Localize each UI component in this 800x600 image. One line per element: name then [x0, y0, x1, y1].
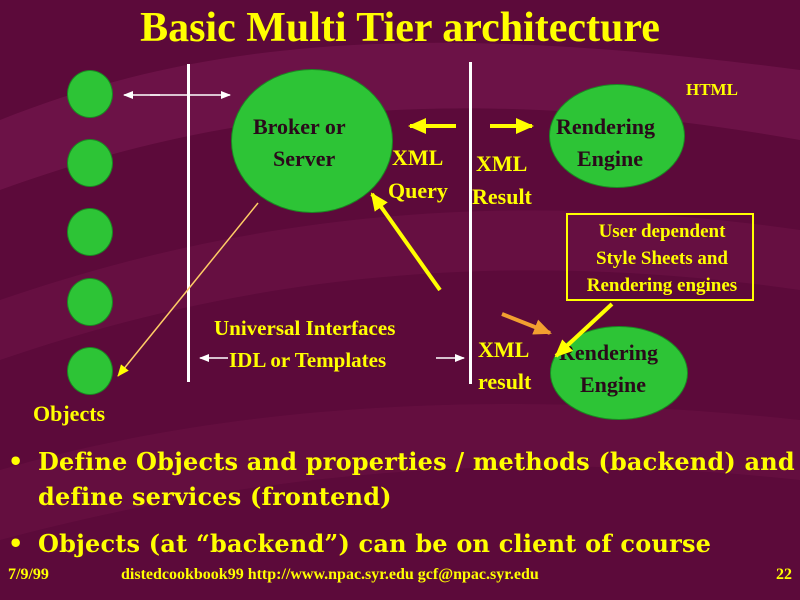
broker-label-line2: Server	[273, 146, 336, 171]
object-node-2	[67, 139, 113, 187]
universal-interfaces-line1: Universal Interfaces	[214, 316, 396, 340]
user-dependent-line2: Style Sheets and	[596, 248, 728, 269]
object-node-1	[67, 70, 113, 118]
rendering-top-label-line1: Rendering	[556, 114, 655, 139]
xml-result-bottom-line1: XML	[478, 337, 530, 362]
broker-server-node	[231, 69, 393, 213]
slide-title: Basic Multi Tier architecture	[140, 5, 660, 51]
universal-interfaces-line2: IDL or Templates	[229, 348, 387, 372]
object-node-3	[67, 208, 113, 256]
bullet-marker-1: •	[8, 447, 24, 476]
object-node-4	[67, 278, 113, 326]
footer-page-number: 22	[776, 566, 792, 583]
html-label: HTML	[686, 80, 738, 99]
xml-result-line2: Result	[472, 184, 532, 209]
broker-label-line1: Broker or	[253, 114, 346, 139]
footer-center: distedcookbook99 http://www.npac.syr.edu…	[121, 566, 539, 583]
user-dependent-line3: Rendering engines	[586, 275, 738, 296]
bullet-1-line1: Define Objects and properties / methods …	[38, 447, 795, 476]
rendering-engine-top-node	[549, 84, 685, 188]
bullet-marker-2: •	[8, 529, 24, 558]
xml-result-line1: XML	[476, 151, 528, 176]
tier-divider-right	[469, 62, 472, 384]
rendering-bottom-label-line2: Engine	[580, 372, 647, 397]
xml-query-line2: Query	[388, 178, 448, 203]
tier-divider-left	[187, 64, 190, 382]
bullet-1-line2: define services (frontend)	[38, 482, 392, 511]
xml-result-bottom-line2: result	[478, 369, 532, 394]
footer-date: 7/9/99	[8, 566, 49, 583]
object-node-5	[67, 347, 113, 395]
user-dependent-box: User dependent Style Sheets and Renderin…	[566, 213, 754, 301]
bullet-2-line1: Objects (at “backend”) can be on client …	[38, 529, 712, 558]
xml-query-line1: XML	[392, 145, 444, 170]
objects-label: Objects	[33, 401, 106, 426]
user-dependent-line1: User dependent	[598, 221, 726, 242]
rendering-top-label-line2: Engine	[577, 146, 644, 171]
rendering-bottom-label-line1: Rendering	[559, 340, 658, 365]
